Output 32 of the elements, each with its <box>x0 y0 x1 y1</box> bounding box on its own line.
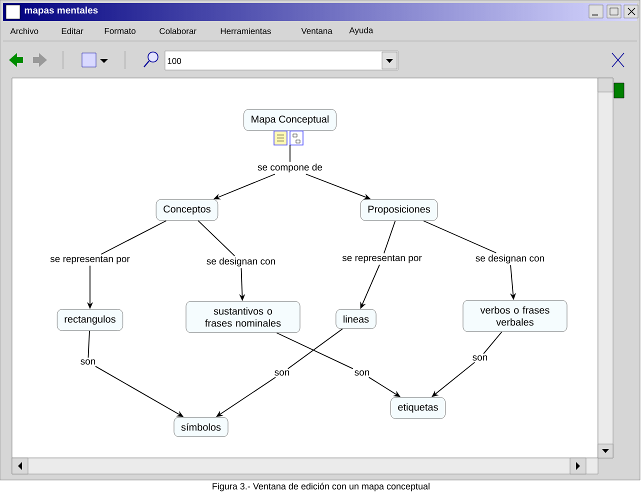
caption: Figura 3.- Ventana de edición con un mapa conceptual <box>212 482 430 492</box>
concept-box: Mapa Conceptual <box>244 109 336 131</box>
connector <box>384 220 396 254</box>
menu-item: Editar <box>62 28 84 34</box>
concept-box: Proposiciones <box>360 199 438 221</box>
menu-item: Ventana <box>301 28 332 34</box>
connector <box>483 331 502 354</box>
linking-phrase: se representan por <box>48 254 132 266</box>
menu-item: Ayuda <box>349 27 374 35</box>
concept-box: etiquetas <box>390 397 446 419</box>
linking-phrase: se compone de <box>256 162 324 174</box>
concept-box: lineas <box>336 309 376 329</box>
linking-phrase: se designan con <box>204 256 278 268</box>
concept-box: rectangulos <box>56 309 124 331</box>
connector <box>276 332 354 370</box>
linking-phrase: se representan por <box>340 253 424 265</box>
window-title: mapas mentales <box>24 6 98 16</box>
concept-box: sustantivos o frases nominales <box>186 301 300 333</box>
zoom-value: 100 <box>168 58 182 64</box>
concept-box: símbolos <box>174 417 228 437</box>
connector <box>287 328 343 370</box>
menu-item: Formato <box>104 28 136 34</box>
concept-box: verbos o frases verbales <box>462 300 568 332</box>
connector <box>88 330 90 358</box>
connector <box>423 220 497 254</box>
connector <box>100 220 167 255</box>
connector <box>198 220 236 256</box>
menu-item: Archivo <box>10 28 38 34</box>
menu-item: Colaborar <box>160 28 196 34</box>
menu-item: Herramientas <box>220 28 271 34</box>
concept-box: Conceptos <box>156 199 218 221</box>
linking-phrase: se designan con <box>474 253 546 265</box>
